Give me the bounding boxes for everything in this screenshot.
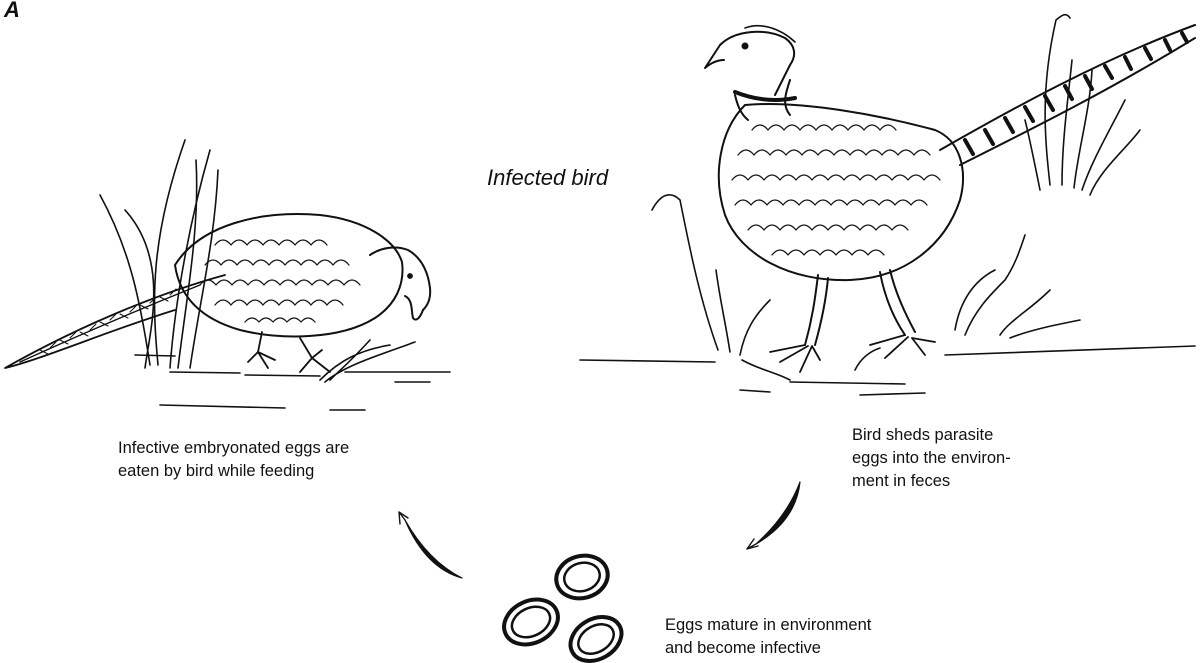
step-eggs-shed-caption: Bird sheds parasite eggs into the enviro…	[852, 424, 1011, 493]
panel-label: A	[4, 0, 20, 23]
cock-pheasant-icon	[580, 15, 1195, 395]
hen-pheasant-icon	[5, 140, 450, 410]
infected-bird-label: Infected bird	[487, 165, 608, 191]
step-eggs-mature-caption: Eggs mature in environment and become in…	[665, 614, 871, 660]
step-eggs-eaten-caption: Infective embryonated eggs are eaten by …	[118, 437, 349, 483]
arrow-shed-to-environment-icon	[747, 482, 800, 549]
arrow-eggs-to-bird-icon	[399, 512, 462, 578]
parasite-eggs-icon	[497, 550, 630, 663]
